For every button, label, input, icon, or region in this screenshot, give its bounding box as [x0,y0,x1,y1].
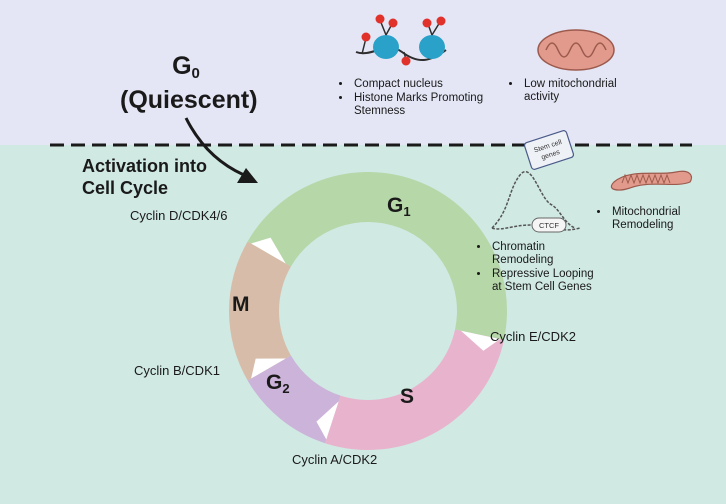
chromatin-loop-icon: Stem cell genes CTCF [491,130,581,233]
activation-line-2: Cell Cycle [82,178,169,198]
phase-transition-wedge [251,358,286,379]
bullet-item: Compact nucleus [352,78,492,91]
g2-subscript: 2 [282,381,290,396]
activation-line-1: Activation into [82,156,207,176]
g1-subscript: 1 [403,204,411,219]
bullet-item: Mitochondrial Remodeling [610,206,720,232]
cyclin-d-label: Cyclin D/CDK4/6 [130,208,228,223]
nucleus-bullets: Compact nucleus Histone Marks Promoting … [338,78,492,119]
mito-bullets: Low mitochondrial activity [508,78,652,105]
cyclin-e-label: Cyclin E/CDK2 [490,329,576,344]
bullet-item: Histone Marks Promoting Stemness [352,92,492,118]
activation-arrowhead [237,168,258,183]
activation-arrow [184,117,245,177]
chromatin-bullets: Chromatin Remodeling Repressive Looping … [476,241,600,295]
g1-letter: G [387,194,404,217]
quiescent-label: (Quiescent) [120,86,258,114]
phase-s-label: S [400,385,415,408]
g1-segment [247,171,507,340]
g0-subscript: 0 [191,65,200,82]
bullet-item: Chromatin Remodeling [490,241,600,267]
cell-cycle-ring [229,171,507,450]
mitochondrion-icon [537,29,615,71]
bullet-item: Repressive Looping at Stem Cell Genes [490,268,600,294]
mito-remodeling-bullets: Mitochondrial Remodeling [596,206,720,233]
cyclin-a-label: Cyclin A/CDK2 [292,452,378,467]
phase-transition-wedge [460,330,501,351]
ctcf-label: CTCF [539,221,559,230]
phase-g2-label: G2 [266,371,290,396]
g0-letter: G [172,52,192,80]
phase-transition-wedge [251,237,286,264]
s-segment [325,329,504,450]
cyclin-b-label: Cyclin B/CDK1 [134,363,220,378]
elongated-mitochondrion-icon [610,170,693,191]
activation-label: Activation into Cell Cycle [82,155,207,199]
nucleosome-icon [355,14,447,66]
phase-transition-wedge [316,401,339,440]
bullet-item: Low mitochondrial activity [522,78,652,104]
g2-letter: G [266,371,283,394]
quiescent-region [0,0,726,145]
phase-g1-label: G1 [387,194,411,219]
m-segment [229,241,291,381]
phase-m-label: M [232,293,250,316]
g0-quiescent-label: G0 (Quiescent) [120,52,258,115]
